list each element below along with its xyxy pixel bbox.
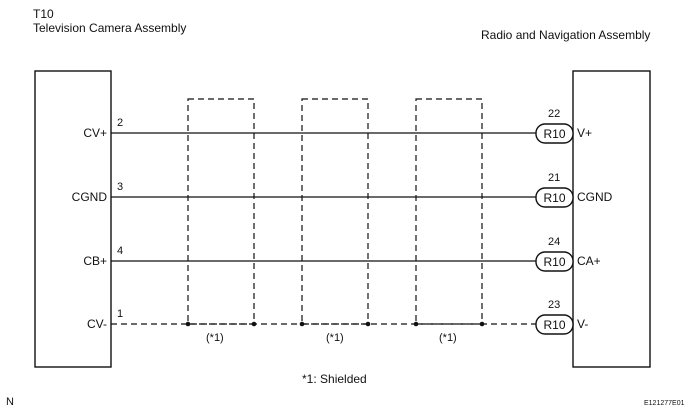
right-pin-number: 23 <box>548 299 561 311</box>
right-pin-number: 21 <box>548 172 561 184</box>
junction-dot <box>365 321 371 327</box>
connector-label: R10 <box>543 191 566 205</box>
right-signal-label: CA+ <box>577 254 601 268</box>
left-signal-label: CV+ <box>83 126 107 140</box>
connector-pill <box>535 187 574 208</box>
left-pin-number: 2 <box>117 117 124 129</box>
shield-mark: (*1) <box>439 332 457 344</box>
right-signal-label: CGND <box>577 190 613 204</box>
right-component-box <box>572 70 651 368</box>
left-signal-label: CB+ <box>83 254 107 268</box>
junction-dot <box>185 321 191 327</box>
right-signal-label: V+ <box>577 126 593 140</box>
left-pin-number: 1 <box>117 308 124 320</box>
shield-mark: (*1) <box>206 332 224 344</box>
junction-dot <box>479 321 485 327</box>
connector-label: R10 <box>543 318 566 332</box>
left-component-name: Television Camera Assembly <box>33 21 187 35</box>
connector-label: R10 <box>543 127 566 141</box>
left-component-id: T10 <box>33 7 54 21</box>
junction-dot <box>299 321 305 327</box>
right-pin-number: 22 <box>548 108 561 120</box>
left-pin-number: 3 <box>117 181 124 193</box>
shield-box-3 <box>415 98 483 325</box>
connector-pill <box>535 123 574 144</box>
left-component-box <box>34 70 112 368</box>
junction-dot <box>251 321 257 327</box>
shield-box-1 <box>187 98 255 325</box>
right-pin-number: 24 <box>548 236 561 248</box>
left-signal-label: CV- <box>86 317 107 331</box>
connector-label: R10 <box>543 255 566 269</box>
corner-mark: N <box>6 396 14 408</box>
junction-dot <box>413 321 419 327</box>
connector-pill <box>535 251 574 272</box>
right-signal-label: V- <box>577 317 589 331</box>
left-pin-number: 4 <box>117 245 124 257</box>
shield-box-2 <box>301 98 369 325</box>
shield-mark: (*1) <box>326 332 344 344</box>
figure-id: E121277E01 <box>644 400 685 407</box>
left-signal-label: CGND <box>71 190 107 204</box>
footnote: *1: Shielded <box>302 372 367 386</box>
right-component-name: Radio and Navigation Assembly <box>481 28 651 42</box>
connector-pill <box>535 314 574 335</box>
